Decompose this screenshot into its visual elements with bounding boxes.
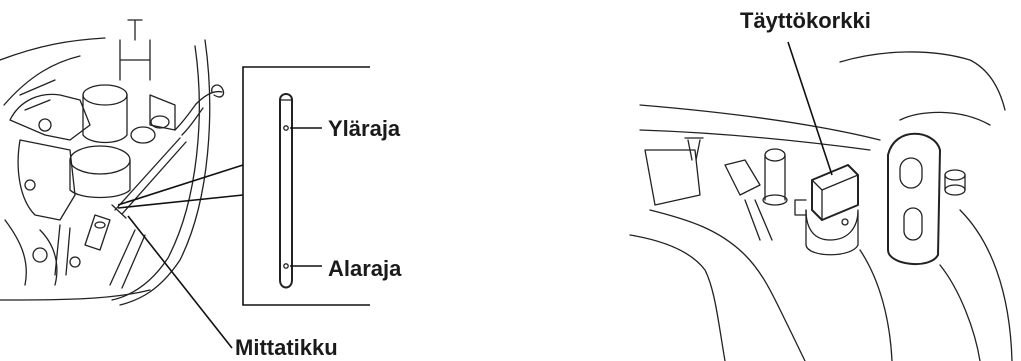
engine-drawing-left — [0, 19, 225, 306]
upper-limit-label: Yläraja — [328, 116, 401, 141]
engine-drawing-right — [629, 51, 1013, 361]
zoom-leader-lower — [117, 194, 244, 209]
lower-limit-label: Alaraja — [328, 256, 402, 281]
filler-cap-leader — [787, 41, 833, 176]
filler-cap-label: Täyttökorkki — [740, 8, 871, 33]
dipstick-leader — [127, 215, 233, 349]
zoom-leader-upper — [117, 164, 244, 206]
lower-mark — [283, 263, 289, 269]
dipstick-magnified-view — [242, 66, 370, 306]
dipstick-label: Mittatikku — [235, 335, 338, 360]
upper-mark — [283, 125, 289, 131]
filler-cap — [794, 164, 859, 256]
